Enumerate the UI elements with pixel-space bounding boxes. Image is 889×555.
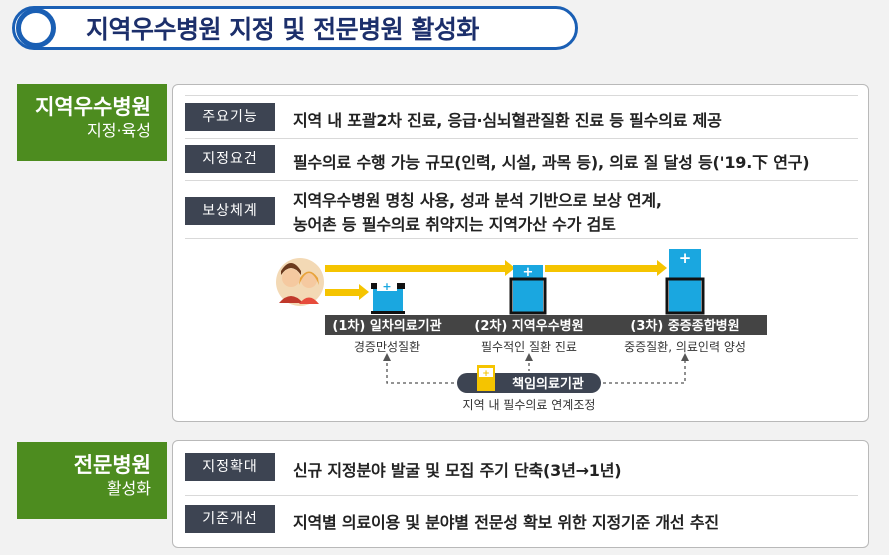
row-compensation: 보상체계 지역우수병원 명칭 사용, 성과 분석 기반으로 보상 연계, 농어촌… — [185, 185, 864, 235]
arrow-tier2-to-tier3 — [545, 260, 667, 276]
title-circle-icon — [16, 8, 56, 48]
arrow-person-to-tier1 — [325, 284, 369, 300]
stage2-label: (2차) 지역우수병원 — [474, 318, 583, 334]
care-delivery-diagram: + + + (1차) 일차의료기관 (2차) 지역우수병원 (3차) 중증종합병… — [276, 249, 767, 412]
section2-panel: 지정확대 신규 지정분야 발굴 및 모집 주기 단축(3년→1년) 기준개선 지… — [172, 440, 869, 548]
responsible-institution-label: 책임의료기관 — [512, 376, 584, 392]
tag-designation-requirements: 지정요건 — [185, 145, 275, 173]
row-designation-expansion: 지정확대 신규 지정분야 발굴 및 모집 주기 단축(3년→1년) — [185, 453, 864, 483]
section1-panel: 주요기능 지역 내 포괄2차 진료, 응급·심뇌혈관질환 진료 등 필수의료 제… — [172, 84, 869, 422]
stage1-label: (1차) 일차의료기관 — [332, 318, 441, 334]
stage-label-bar — [325, 315, 767, 335]
section2-label-box: 전문병원 활성화 — [17, 442, 167, 519]
section2-main-label: 전문병원 — [73, 453, 151, 477]
section2-sub-label: 활성화 — [106, 479, 151, 498]
stage1-desc: 경증만성질환 — [354, 340, 420, 354]
tag-main-function: 주요기능 — [185, 103, 275, 131]
connector-arrowhead — [681, 353, 689, 361]
section1-label-box: 지역우수병원 지정·육성 — [17, 84, 167, 161]
stage2-desc: 필수적인 질환 진료 — [481, 340, 577, 354]
compensation-text-line1: 지역우수병원 명칭 사용, 성과 분석 기반으로 보상 연계, — [293, 191, 662, 210]
compensation-text-line2: 농어촌 등 필수의료 취약지는 지역가산 수가 검토 — [293, 215, 616, 234]
section1-main-label: 지역우수병원 — [35, 95, 151, 119]
tier3-hospital-icon: + — [665, 249, 705, 315]
row-criteria-improvement: 기준개선 지역별 의료이용 및 분야별 전문성 확보 위한 지정기준 개선 추진 — [185, 505, 864, 535]
designation-requirements-text: 필수의료 수행 가능 규모(인력, 시설, 과목 등), 의료 질 달성 등('… — [293, 153, 810, 172]
svg-text:+: + — [679, 249, 692, 267]
connector-arrowhead — [383, 353, 391, 361]
divider — [185, 95, 858, 96]
section1-sub-label: 지정·육성 — [87, 121, 151, 140]
svg-text:+: + — [523, 265, 534, 280]
responsible-institution-desc: 지역 내 필수의료 연계조정 — [463, 398, 596, 412]
tag-designation-expansion: 지정확대 — [185, 453, 275, 481]
patients-icon — [276, 258, 324, 306]
svg-text:+: + — [382, 280, 391, 293]
criteria-improvement-text: 지역별 의료이용 및 분야별 전문성 확보 위한 지정기준 개선 추진 — [293, 513, 719, 532]
divider — [185, 180, 858, 181]
title-banner — [12, 6, 578, 50]
main-function-text: 지역 내 포괄2차 진료, 응급·심뇌혈관질환 진료 등 필수의료 제공 — [293, 111, 722, 130]
divider — [185, 238, 858, 239]
connector-arrowhead — [525, 353, 533, 361]
row-main-function: 주요기능 지역 내 포괄2차 진료, 응급·심뇌혈관질환 진료 등 필수의료 제… — [185, 103, 864, 133]
arrow-person-to-tier2 — [325, 260, 515, 276]
divider — [185, 495, 858, 496]
stage3-label: (3차) 중증종합병원 — [630, 318, 739, 334]
divider — [185, 138, 858, 139]
responsible-institution: + 책임의료기관 — [457, 365, 601, 393]
tag-criteria-improvement: 기준개선 — [185, 505, 275, 533]
page-title: 지역우수병원 지정 및 전문병원 활성화 — [86, 15, 479, 44]
tier2-hospital-icon: + — [509, 265, 547, 315]
svg-text:+: + — [482, 369, 490, 379]
stage3-desc: 중증질환, 의료인력 양성 — [624, 340, 746, 354]
tier1-clinic-icon: + — [371, 280, 405, 314]
designation-expansion-text: 신규 지정분야 발굴 및 모집 주기 단축(3년→1년) — [293, 461, 622, 480]
row-designation-requirements: 지정요건 필수의료 수행 가능 규모(인력, 시설, 과목 등), 의료 질 달… — [185, 145, 864, 175]
tag-compensation: 보상체계 — [185, 197, 275, 225]
